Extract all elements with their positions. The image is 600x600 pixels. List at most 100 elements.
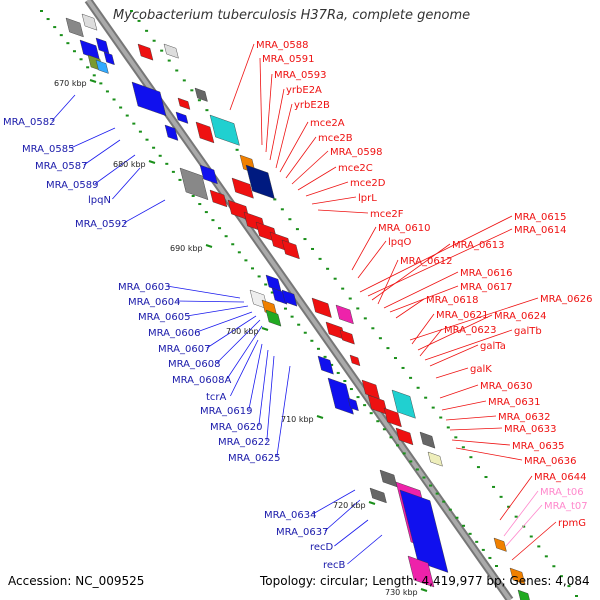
gc-dot (435, 492, 439, 495)
gene-label-right: yrbE2B (294, 100, 330, 111)
gene-arrow (391, 389, 416, 419)
gc-dot (356, 307, 360, 310)
gene-label-right: lprL (358, 193, 377, 204)
gene-label-right: MRA_0610 (378, 223, 430, 234)
gc-dot (356, 396, 360, 399)
label-leader (367, 228, 513, 297)
gc-dot (178, 178, 182, 181)
label-leader (357, 240, 387, 279)
label-leader (70, 127, 116, 149)
gc-dot (99, 82, 103, 85)
gene-label-right: MRA_0635 (512, 441, 564, 452)
gc-dot (488, 556, 492, 559)
gene-label-left: MRA_0620 (210, 422, 262, 433)
label-leader (419, 328, 443, 357)
gc-dot (132, 122, 136, 125)
gene-arrow (265, 309, 282, 327)
label-leader (258, 349, 269, 427)
gene-label-right: MRA_t07 (544, 501, 588, 512)
gc-dot (409, 460, 413, 463)
gene-features (65, 13, 530, 600)
tick-label: 710 kbp (281, 415, 314, 424)
tick-mark (205, 244, 213, 248)
gene-label-right: lpqO (388, 237, 411, 248)
gc-dot (303, 238, 307, 241)
gc-dot (264, 283, 268, 286)
gc-dot (191, 195, 195, 197)
gc-dot (507, 505, 511, 508)
gene-label-right: MRA_0636 (524, 456, 576, 467)
gene-label-right: MRA_0632 (498, 412, 550, 423)
gc-dot (235, 148, 239, 151)
gene-arrow (407, 555, 435, 588)
gc-dot (66, 42, 70, 45)
gc-dot (231, 243, 235, 246)
gc-dot (318, 257, 322, 260)
gc-dot (316, 347, 320, 350)
gc-dot (270, 291, 274, 294)
gc-dot (323, 355, 327, 358)
gene-label-left: MRA_0603 (118, 282, 170, 293)
gene-arrow (509, 567, 526, 585)
gene-label-right: MRA_0593 (274, 70, 326, 81)
gc-dot (363, 404, 367, 407)
gene-label-left: recD (310, 542, 334, 553)
gene-arrow (517, 589, 530, 600)
accession-text: Accession: NC_009525 (8, 574, 145, 588)
label-leader (503, 490, 539, 537)
label-leader (305, 181, 349, 197)
gc-dot (333, 277, 337, 280)
gc-dot (125, 114, 129, 117)
label-leader (371, 243, 451, 301)
gc-dot (53, 26, 57, 29)
label-leader (112, 167, 141, 200)
genome-title: Mycobacterium tuberculosis H37Ra, comple… (113, 8, 471, 23)
label-leader (424, 329, 513, 361)
gc-dot (175, 69, 179, 72)
gc-dot (363, 317, 367, 320)
label-leader (285, 136, 317, 179)
gene-label-right: MRA_0623 (444, 325, 496, 336)
gc-dot (330, 363, 334, 366)
gc-dot (544, 555, 548, 558)
label-leader (248, 343, 263, 411)
label-leader (176, 300, 245, 303)
gc-dot (119, 106, 123, 109)
gc-dot (182, 79, 186, 82)
gene-label-right: MRA_t06 (540, 487, 584, 498)
label-leader (266, 355, 275, 442)
gc-dot (396, 444, 400, 447)
gc-dot (290, 315, 294, 318)
gc-dot (343, 380, 347, 382)
gc-dot (145, 29, 149, 32)
gc-dot (79, 58, 83, 61)
tick-mark (420, 588, 428, 592)
gc-dot (462, 524, 466, 527)
gene-arrow (339, 329, 355, 345)
gc-dot (552, 565, 556, 568)
gene-label-right: MRA_0616 (460, 268, 512, 279)
label-leader (123, 199, 166, 224)
gc-dot (224, 235, 228, 238)
label-leader (455, 447, 523, 461)
label-leader (395, 298, 425, 319)
gc-dot (171, 170, 175, 173)
gene-label-left: MRA_0634 (264, 510, 316, 521)
label-leader (351, 226, 377, 271)
gene-label-right: MRA_0612 (400, 256, 452, 267)
label-leader (312, 489, 356, 515)
label-leader (206, 315, 257, 349)
gene-label-left: MRA_0589 (46, 180, 98, 191)
gc-dot (422, 476, 426, 479)
gc-dot (244, 259, 248, 262)
gc-dot (476, 466, 480, 469)
gene-arrow (81, 13, 98, 31)
gene-arrow (245, 164, 275, 200)
gc-dot (431, 406, 435, 409)
label-leader (499, 475, 533, 521)
gene-label-right: MRA_0588 (256, 40, 308, 51)
gc-dot (280, 208, 284, 211)
gc-dot (537, 545, 541, 548)
gc-dot (424, 396, 428, 399)
